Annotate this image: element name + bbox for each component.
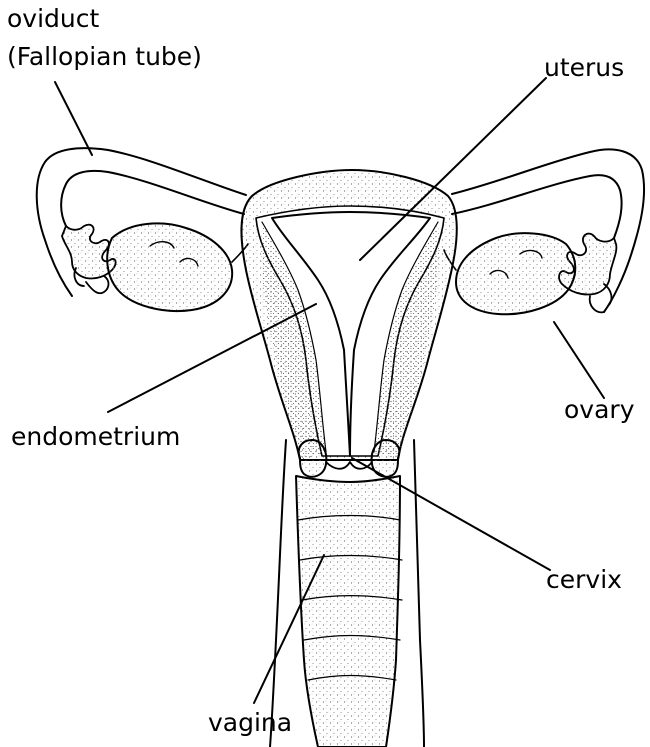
label-endometrium: endometrium — [11, 424, 180, 449]
left-ovary — [107, 223, 248, 311]
right-ovary — [444, 233, 575, 314]
oviduct-leader — [55, 82, 92, 155]
label-ovary: ovary — [564, 397, 634, 422]
label-vagina: vagina — [208, 710, 292, 735]
label-oviduct: oviduct — [7, 6, 99, 31]
ovary-leader — [554, 322, 604, 398]
label-uterus: uterus — [544, 55, 624, 80]
label-cervix: cervix — [546, 567, 622, 592]
label-fallopian-tube: (Fallopian tube) — [7, 44, 202, 69]
